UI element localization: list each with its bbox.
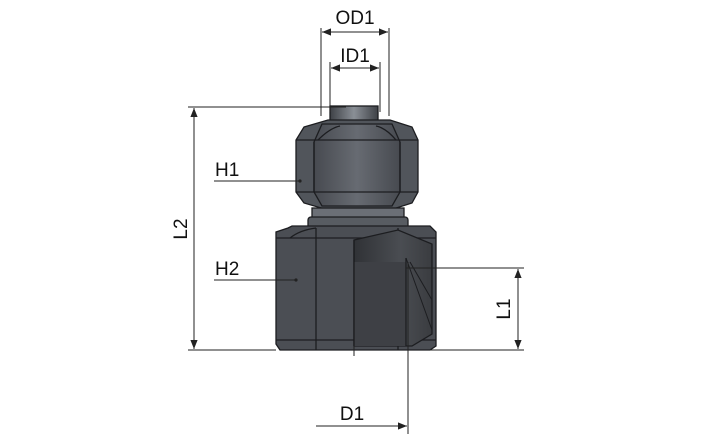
label-h1: H1 [215, 160, 239, 181]
fitting-body [275, 105, 437, 351]
label-od1: OD1 [335, 8, 374, 29]
label-id1: ID1 [340, 46, 370, 67]
label-l2: L2 [171, 218, 192, 239]
upper-hex-face-center [313, 123, 401, 207]
label-d1: D1 [340, 404, 364, 425]
label-h2: H2 [215, 259, 239, 280]
label-l1: L1 [494, 298, 515, 319]
dimension-lines [188, 28, 524, 434]
